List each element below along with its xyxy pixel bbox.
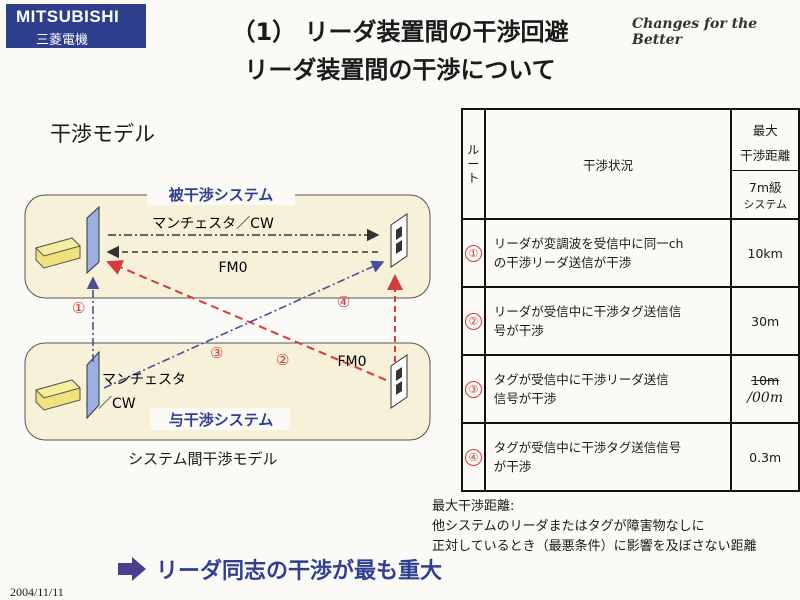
- source-system-label: 与干渉システム: [169, 411, 274, 429]
- slide-title: （1） リーダ装置間の干渉回避: [231, 18, 569, 46]
- logo-text: MITSUBISHI: [16, 7, 120, 26]
- note-line2: 他システムのリーダまたはタグが障害物なしに: [432, 519, 705, 534]
- conclusion-text: リーダ同志の干渉が最も重大: [156, 559, 443, 584]
- fm0-label-top: FM0: [218, 260, 247, 276]
- route-marker-1: ①: [72, 299, 85, 317]
- reader-device-icon-bottom: [35, 379, 81, 411]
- interference-diagram: 被干渉システム 与干渉システム マンチェスタ／CW FM0 FM0 マンチェスタ…: [24, 183, 431, 441]
- situation-line1: リーダが受信中に干渉タグ送信信: [493, 304, 682, 319]
- header-class-line1: 7m級: [748, 180, 782, 195]
- reader-device-icon-top: [35, 237, 81, 269]
- distance-cell: 10m /00m: [730, 354, 800, 424]
- distance-struck: 10m: [751, 372, 780, 388]
- mitsubishi-logo: MITSUBISHI 三菱電機: [6, 4, 146, 48]
- situation-cell: リーダが変調波を受信中に同一ch の干渉リーダ送信が干渉: [483, 218, 733, 288]
- header-max-box: 最大 干渉距離: [732, 112, 798, 171]
- cw-label-bottom: ／CW: [98, 396, 136, 412]
- table-row: ① リーダが変調波を受信中に同一ch の干渉リーダ送信が干渉 10km: [461, 218, 800, 288]
- route-cell: ②: [461, 286, 486, 356]
- diagram-caption: システム間干渉モデル: [128, 450, 278, 468]
- slide-date: 2004/11/11: [10, 585, 64, 599]
- manchester-cw-label: マンチェスタ／CW: [152, 216, 274, 232]
- route-cell: ③: [461, 354, 486, 424]
- header-route: ルート: [461, 108, 486, 220]
- table-row: ③ タグが受信中に干渉リーダ送信 信号が干渉 10m /00m: [461, 354, 800, 424]
- header-max-line1: 最大: [752, 123, 778, 138]
- situation-line2: の干渉リーダ送信が干渉: [493, 255, 632, 270]
- situation-line2: 号が干渉: [493, 323, 544, 338]
- tag-icon-bottom: [390, 354, 408, 409]
- reader-antenna-icon-bottom: [86, 350, 100, 420]
- route-cell: ①: [461, 218, 486, 288]
- table-row: ④ タグが受信中に干渉タグ送信信号 が干渉 0.3m: [461, 422, 800, 492]
- tag-icon-top: [390, 213, 408, 268]
- interference-table: ルート 干渉状況 最大 干渉距離 7m級 システム ① リーダが変調波を受信中に…: [461, 108, 800, 492]
- route-3-arrow: [103, 260, 385, 389]
- situation-line1: タグが受信中に干渉リーダ送信: [493, 372, 669, 387]
- header-class-box: 7m級 システム: [732, 171, 798, 216]
- model-heading: 干渉モデル: [50, 122, 155, 146]
- distance-cell: 30m: [730, 286, 800, 356]
- situation-line1: リーダが変調波を受信中に同一ch: [493, 236, 684, 251]
- situation-line1: タグが受信中に干渉タグ送信信号: [493, 440, 682, 455]
- victim-system-box: [24, 194, 431, 299]
- route-number: ①: [464, 244, 482, 262]
- header-route-label: ルート: [467, 143, 480, 185]
- table-header-row: ルート 干渉状況 最大 干渉距離 7m級 システム: [461, 108, 800, 220]
- logo-subtext: 三菱電機: [36, 33, 89, 48]
- victim-system-label: 被干渉システム: [169, 186, 274, 204]
- right-arrow-icon: [118, 557, 146, 581]
- reader-antenna-icon-top: [86, 205, 100, 275]
- note-line1: 最大干渉距離:: [432, 499, 515, 514]
- fm0-label-bottom: FM0: [337, 354, 366, 370]
- note-line3: 正対しているとき（最悪条件）に影響を及ぼさない距離: [432, 539, 757, 554]
- distance-handwritten: /00m: [747, 389, 784, 406]
- header-max-distance: 最大 干渉距離 7m級 システム: [730, 108, 800, 220]
- situation-line2: 信号が干渉: [493, 391, 557, 406]
- situation-cell: タグが受信中に干渉リーダ送信 信号が干渉: [483, 354, 733, 424]
- header-max-line2: 干渉距離: [740, 148, 791, 163]
- table-row: ② リーダが受信中に干渉タグ送信信 号が干渉 30m: [461, 286, 800, 356]
- distance-cell: 10km: [730, 218, 800, 288]
- route-number: ③: [464, 380, 482, 398]
- slide-subtitle: リーダ装置間の干渉について: [244, 56, 556, 84]
- corporate-slogan: Changes for the Better: [632, 16, 758, 48]
- route-marker-3: ③: [210, 344, 223, 362]
- route-2-arrow: [106, 260, 387, 381]
- source-system-box: [24, 342, 431, 441]
- manchester-label-bottom: マンチェスタ: [102, 372, 186, 388]
- route-number: ②: [464, 312, 482, 330]
- route-number: ④: [464, 448, 482, 466]
- route-cell: ④: [461, 422, 486, 492]
- route-marker-2: ②: [276, 351, 289, 369]
- header-class-line2: システム: [743, 198, 788, 211]
- route-marker-4: ④: [337, 293, 350, 311]
- distance-cell: 0.3m: [730, 422, 800, 492]
- header-situation: 干渉状況: [483, 108, 733, 220]
- definition-note: 最大干渉距離: 他システムのリーダまたはタグが障害物なしに 正対しているとき（最…: [432, 497, 757, 557]
- situation-line2: が干渉: [493, 459, 532, 474]
- situation-cell: リーダが受信中に干渉タグ送信信 号が干渉: [483, 286, 733, 356]
- situation-cell: タグが受信中に干渉タグ送信信号 が干渉: [483, 422, 733, 492]
